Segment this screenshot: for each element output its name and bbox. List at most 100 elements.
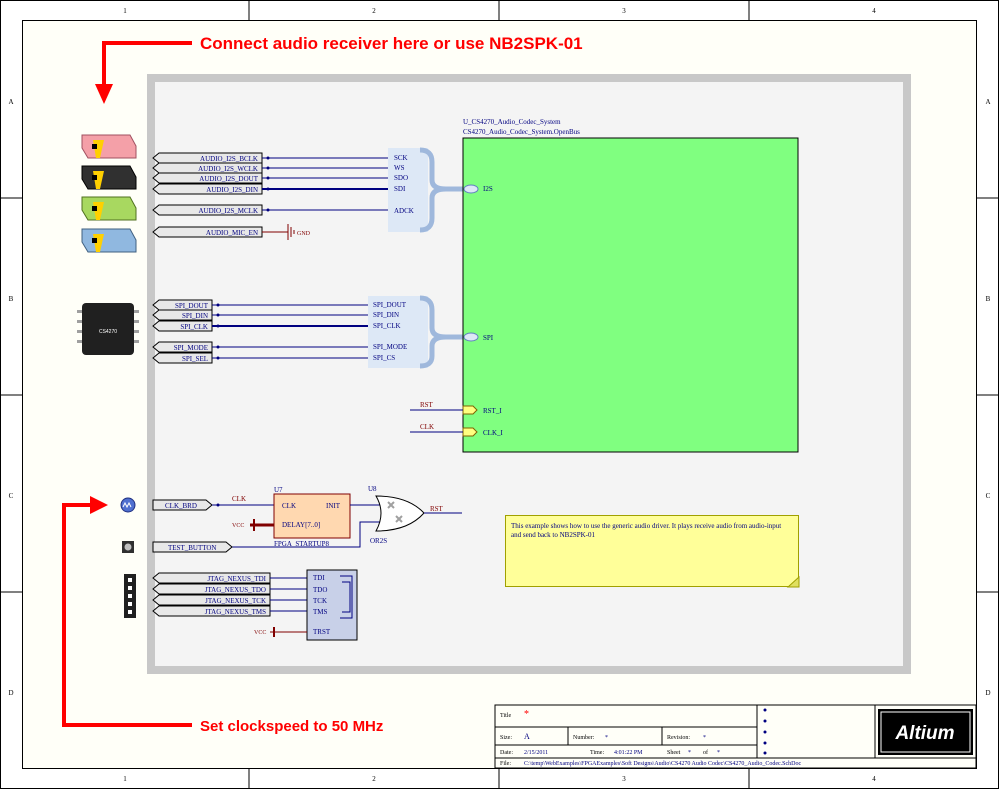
- oscillator-icon: [120, 497, 136, 513]
- time-value: 4:01:22 PM: [614, 750, 643, 756]
- annotation-bottom: Set clockspeed to 50 MHz: [200, 718, 383, 735]
- clk-net-label: CLK: [420, 423, 434, 431]
- jtag-pin-tck: TCK: [313, 597, 327, 605]
- jtag-port-2: JTAG_NEXUS_TCK: [152, 594, 271, 606]
- spi-port-1-label: SPI_DIN: [182, 312, 208, 320]
- title-label: Title: [500, 713, 511, 719]
- audio-port-3: AUDIO_I2S_DIN: [152, 183, 263, 195]
- audio-port-2: AUDIO_I2S_DOUT: [152, 172, 263, 184]
- spi-signal-4: SPI_CS: [373, 354, 395, 362]
- jtag-ports: JTAG_NEXUS_TDIJTAG_NEXUS_TDOJTAG_NEXUS_T…: [152, 572, 271, 617]
- altium-logo-text: Altium: [894, 723, 954, 744]
- row-label-left-c: C: [9, 492, 14, 500]
- audio-port-4: AUDIO_I2S_MCLK: [152, 204, 263, 216]
- startup-pin-init: INIT: [326, 502, 341, 510]
- jtag-header-icon: [124, 574, 136, 618]
- file-value: C:\temp\WebExamples\FPGAExamples\Soft De…: [524, 760, 802, 767]
- row-label-right-a: A: [985, 98, 990, 106]
- sheet-entry-rst-label: RST_I: [483, 407, 502, 415]
- jtag-port-1-label: JTAG_NEXUS_TDO: [205, 586, 266, 594]
- push-button-icon: [122, 541, 134, 553]
- jtag-pin-tdi: TDI: [313, 574, 325, 582]
- col-label-top-2: 2: [372, 7, 376, 15]
- date-value: 2/15/2011: [524, 750, 548, 756]
- startup-pin-delay: DELAY[7..0]: [282, 521, 320, 529]
- sheet-symbol[interactable]: [462, 137, 799, 453]
- spi-port-3: SPI_MODE: [152, 341, 213, 353]
- spi-bus-bracket: [368, 295, 466, 369]
- spi-signal-0: SPI_DOUT: [373, 301, 407, 309]
- note-text: This example shows how to use the generi…: [511, 522, 782, 539]
- row-label-left-b: B: [9, 295, 14, 303]
- altium-logo: [878, 709, 973, 755]
- time-label: Time:: [590, 750, 604, 756]
- date-label: Date:: [500, 750, 513, 756]
- gnd-label: GND: [297, 231, 311, 237]
- col-label-bottom-3: 3: [622, 775, 626, 783]
- row-label-right-c: C: [986, 492, 991, 500]
- top-arrow-head: [95, 84, 113, 104]
- vcc-label-2: VCC: [254, 630, 266, 636]
- spi-port-4-label: SPI_SEL: [182, 355, 208, 363]
- row-label-left-d: D: [8, 689, 13, 697]
- jtag-pin-tdo: TDO: [313, 586, 327, 594]
- or-gate-designator: U8: [368, 485, 377, 493]
- gnd-symbol: [287, 224, 295, 240]
- col-label-bottom-2: 2: [372, 775, 376, 783]
- audio-port-5: AUDIO_MIC_EN: [152, 226, 263, 238]
- spi-signal-2: SPI_CLK: [373, 322, 401, 330]
- jtag-port-3-label: JTAG_NEXUS_TMS: [205, 608, 266, 616]
- wire-endpoints: [216, 156, 270, 360]
- audio-port-0: AUDIO_I2S_BCLK: [152, 152, 263, 164]
- button-wire: [232, 521, 380, 548]
- of-value: *: [717, 750, 720, 756]
- i2s-signal-3: SDI: [394, 185, 406, 193]
- col-label-top-1: 1: [123, 7, 127, 15]
- or-gate-name: OR2S: [370, 537, 387, 545]
- jtag-port-0-label: JTAG_NEXUS_TDI: [207, 575, 266, 583]
- col-label-top-3: 3: [622, 7, 626, 15]
- sheet-entry-spi: SPI: [463, 332, 494, 342]
- rst-net-label: RST: [420, 401, 434, 409]
- i2s-signal-4: ADCK: [394, 207, 414, 215]
- rst-net-label-2: RST: [430, 505, 444, 513]
- spi-signal-3: SPI_MODE: [373, 343, 407, 351]
- i2s-signal-2: SDO: [394, 174, 408, 182]
- size-label: Size:: [500, 735, 512, 741]
- clk-net-label-2: CLK: [232, 495, 246, 503]
- bottom-arrow-head: [90, 496, 108, 514]
- size-value: A: [524, 732, 530, 741]
- sheet-entry-i2s-label: I2S: [483, 185, 493, 193]
- spi-port-0: SPI_DOUT: [152, 299, 213, 311]
- sheet-entry-spi-label: SPI: [483, 334, 494, 342]
- jtag-pin-trst: TRST: [313, 628, 331, 636]
- audio-port-1-label: AUDIO_I2S_WCLK: [198, 165, 258, 173]
- audio-port-3-label: AUDIO_I2S_DIN: [206, 186, 258, 194]
- codec-chip-icon: CS4270: [77, 303, 139, 355]
- title-block: [494, 704, 977, 769]
- vcc-label-1: VCC: [232, 523, 244, 529]
- col-label-top-4: 4: [872, 7, 876, 15]
- row-label-right-b: B: [986, 295, 991, 303]
- sheet-filename: CS4270_Audio_Codec_System.OpenBus: [463, 128, 580, 136]
- jtag-internal-chain: [340, 575, 353, 619]
- startup-name: FPGA_STARTUP8: [274, 540, 330, 548]
- test-button-label: TEST_BUTTON: [168, 544, 216, 552]
- of-label: of: [703, 749, 708, 756]
- spi-port-0-label: SPI_DOUT: [175, 302, 209, 310]
- sheet-value: *: [688, 750, 691, 756]
- or-gate[interactable]: [375, 495, 425, 532]
- col-label-bottom-1: 1: [123, 775, 127, 783]
- number-label: Number:: [573, 735, 595, 741]
- startup-block[interactable]: [273, 493, 351, 539]
- spi-signal-1: SPI_DIN: [373, 311, 399, 319]
- jtag-port-3: JTAG_NEXUS_TMS: [152, 605, 271, 617]
- clk-brd-port: CLK_BRD: [152, 499, 213, 511]
- revision-value: *: [703, 735, 706, 741]
- audio-wires: [212, 157, 390, 359]
- revision-label: Revision:: [667, 735, 690, 741]
- audio-port-5-label: AUDIO_MIC_EN: [206, 229, 258, 237]
- jtag-wires: [270, 577, 307, 612]
- i2s-bus-bracket: [388, 147, 466, 233]
- audio-port-0-label: AUDIO_I2S_BCLK: [200, 155, 258, 163]
